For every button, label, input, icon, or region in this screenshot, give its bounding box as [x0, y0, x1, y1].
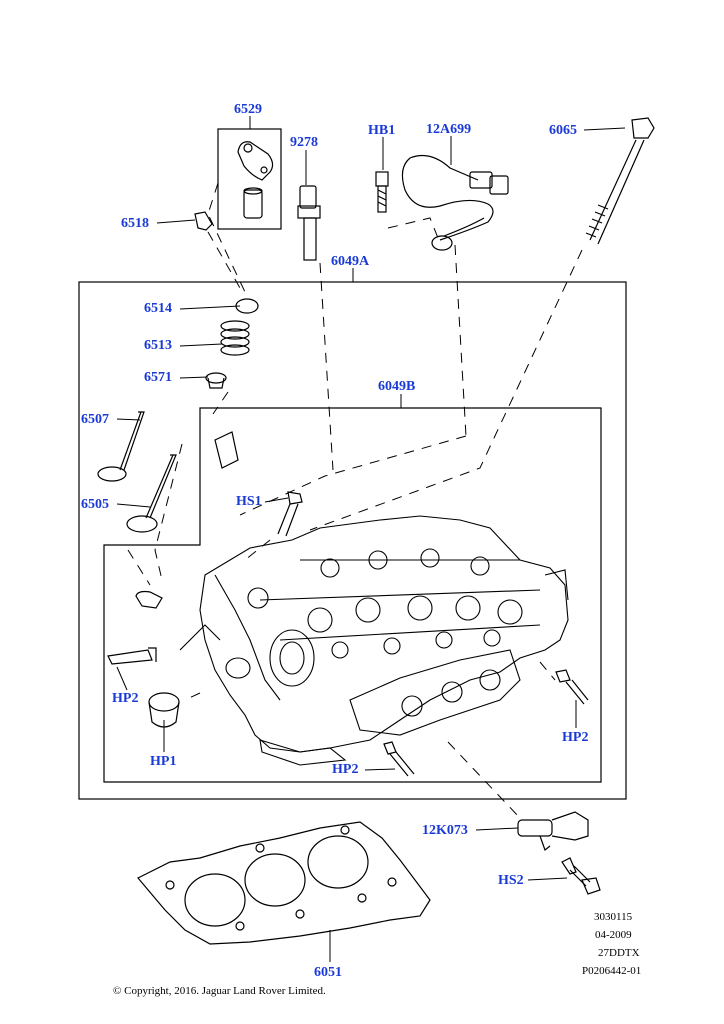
head-gasket-6051 [137, 821, 431, 945]
long-bolt-6065 [585, 117, 655, 245]
reference-line-2: 04-2009 [595, 929, 632, 941]
callout-6529[interactable]: 6529 [234, 102, 262, 117]
valve-guide [214, 431, 239, 469]
sensor-12k073 [517, 811, 589, 851]
clip-6518 [194, 211, 213, 231]
callout-6571[interactable]: 6571 [144, 370, 172, 385]
callout-12k073[interactable]: 12K073 [422, 823, 468, 838]
plug-hp1 [148, 692, 180, 728]
valve-6507 [97, 411, 145, 482]
callout-hs1[interactable]: HS1 [236, 494, 262, 509]
retainer-6514 [235, 298, 259, 314]
callout-6507[interactable]: 6507 [81, 412, 109, 427]
valve-seal-6571 [205, 372, 227, 389]
callout-6505[interactable]: 6505 [81, 497, 109, 512]
valve-6505 [126, 454, 177, 533]
callout-hs2[interactable]: HS2 [498, 873, 524, 888]
reference-line-4: P0206442-01 [582, 965, 642, 977]
callout-hp2-left[interactable]: HP2 [112, 691, 139, 706]
callout-6513[interactable]: 6513 [144, 338, 172, 353]
rocker-arm-6529 [237, 141, 274, 219]
callout-9278[interactable]: 9278 [290, 135, 318, 150]
reference-line-3: 27DDTX [598, 947, 640, 959]
copyright-notice: © Copyright, 2016. Jaguar Land Rover Lim… [113, 985, 326, 997]
frame-6049a [78, 281, 627, 800]
collet [135, 590, 163, 609]
plug-hp2-bottom [383, 741, 415, 777]
callout-hp2-right[interactable]: HP2 [562, 730, 589, 745]
callout-6065[interactable]: 6065 [549, 123, 577, 138]
callout-hp2-bottom[interactable]: HP2 [332, 762, 359, 777]
reference-line-1: 3030115 [594, 911, 633, 923]
knock-sensor-12a699 [401, 155, 509, 251]
cylinder-head [179, 515, 569, 766]
callout-hp1[interactable]: HP1 [150, 754, 177, 769]
bolt-hb1 [375, 171, 389, 213]
callout-hb1[interactable]: HB1 [368, 123, 396, 138]
plug-hp2-left [107, 647, 157, 665]
sensor-9278 [297, 185, 321, 261]
plug-hp2-right [555, 669, 589, 705]
bolt-hs1 [277, 491, 303, 537]
callout-6049b[interactable]: 6049B [378, 379, 416, 394]
callout-6051[interactable]: 6051 [314, 965, 342, 980]
callout-6518[interactable]: 6518 [121, 216, 149, 231]
valve-spring-6513 [220, 320, 250, 356]
callout-6514[interactable]: 6514 [144, 301, 172, 316]
frame-6049b [103, 407, 602, 783]
callout-6049a[interactable]: 6049A [331, 254, 370, 269]
callout-12a699[interactable]: 12A699 [426, 122, 472, 137]
bolt-hs2 [561, 857, 601, 895]
